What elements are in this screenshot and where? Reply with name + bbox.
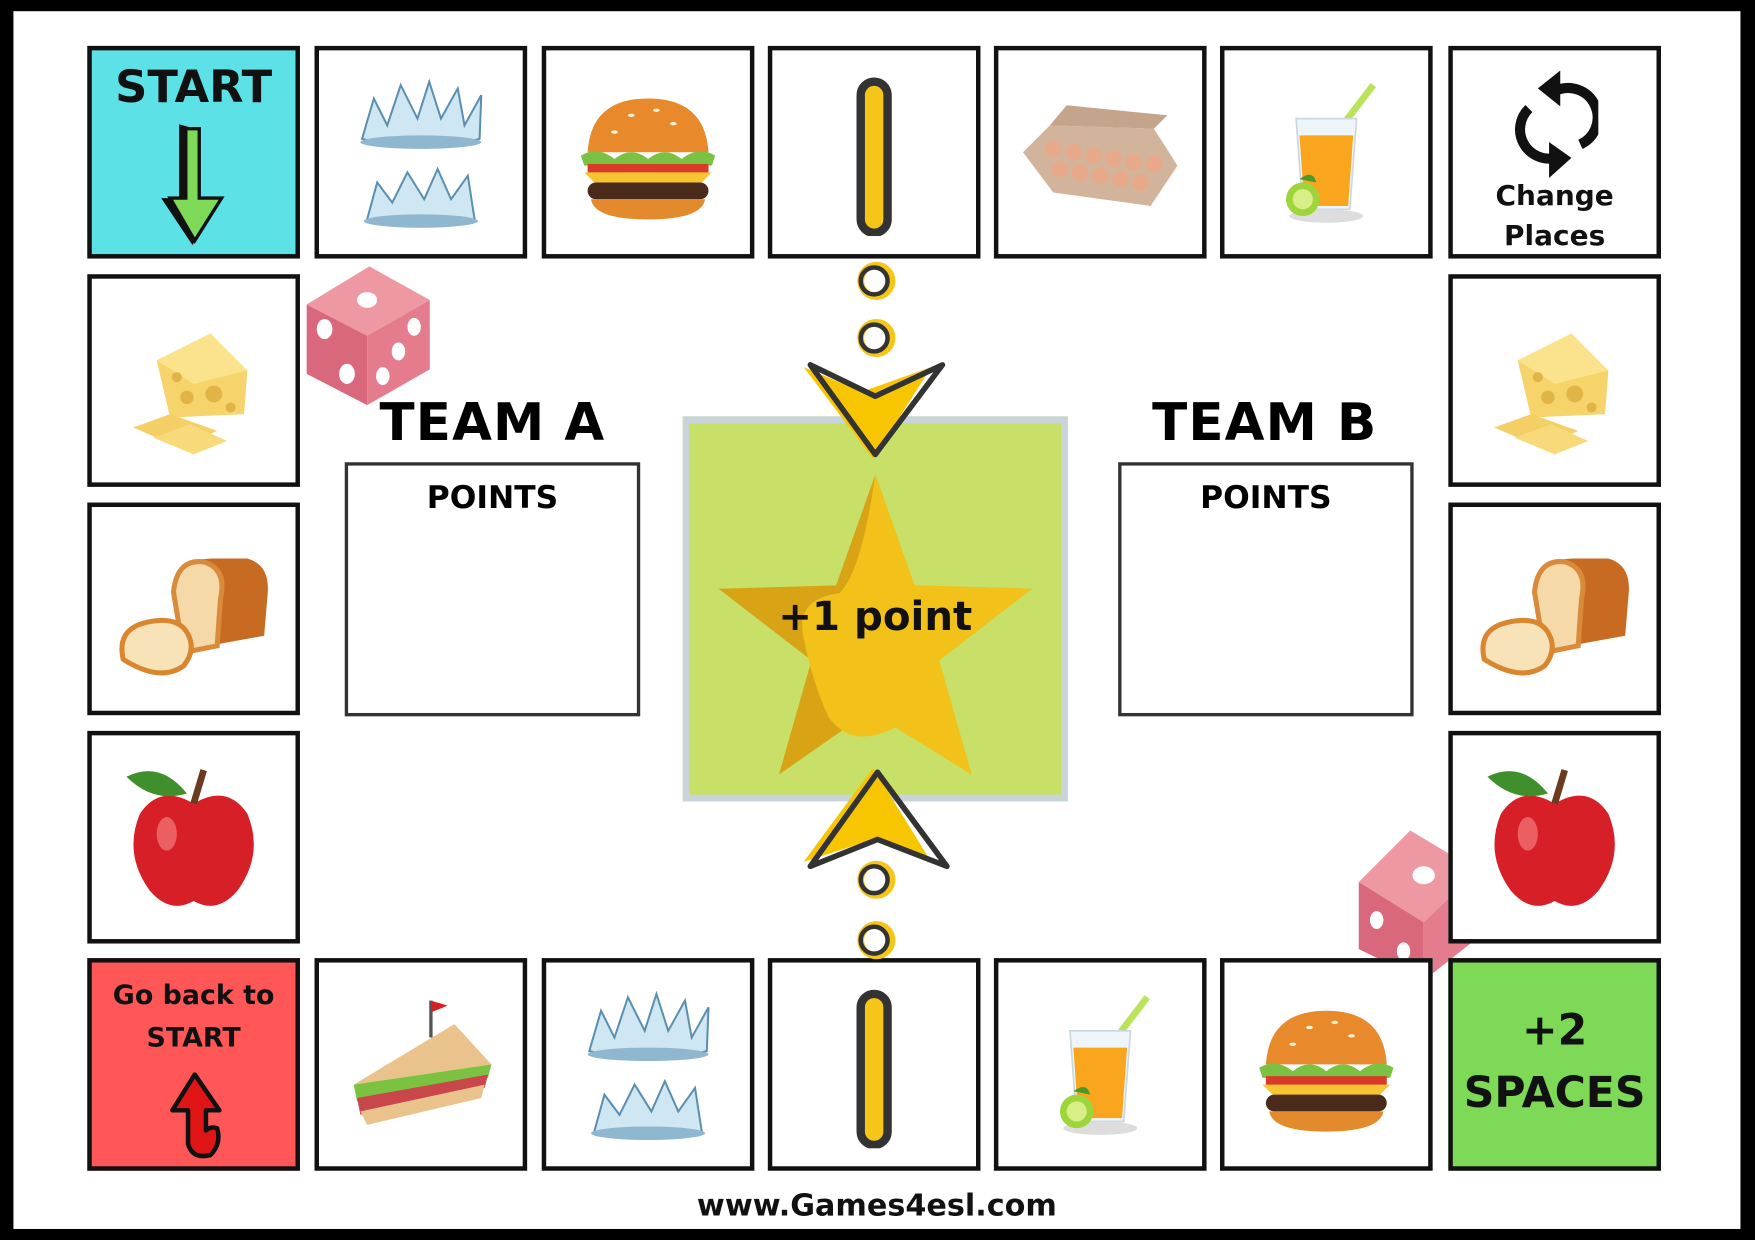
burger-icon <box>1242 980 1410 1148</box>
board-space-cheese[interactable] <box>1448 274 1661 487</box>
chevron-down-icon <box>803 362 946 459</box>
board-space-apple[interactable] <box>1448 730 1661 944</box>
sandwich-icon <box>337 980 505 1148</box>
board-space-path[interactable] <box>767 45 981 259</box>
team-a-points-box[interactable]: POINTS <box>344 462 641 717</box>
change-label-line2: Places <box>1504 219 1606 252</box>
team-a-title: TEAM A <box>379 391 606 453</box>
back-label-line1: Go back to <box>112 979 275 1011</box>
board-space-juice[interactable] <box>993 958 1207 1171</box>
board-space-apple[interactable] <box>87 730 300 944</box>
board-space-bread[interactable] <box>1448 502 1661 716</box>
path-circles-top <box>857 261 896 960</box>
change-label-line1: Change <box>1495 179 1614 212</box>
burger-icon <box>564 68 732 236</box>
red-curved-arrow-icon <box>170 1072 222 1159</box>
plus-label-line2: SPACES <box>1463 1067 1646 1118</box>
cheese-icon <box>1471 297 1639 465</box>
board-space-back[interactable]: Go back to START <box>87 958 300 1171</box>
center-decorations <box>718 261 1032 960</box>
board-space-burger[interactable] <box>541 45 755 259</box>
board-space-water[interactable] <box>541 958 755 1171</box>
bread-icon <box>1471 525 1639 693</box>
path-bar-icon <box>790 68 958 236</box>
water-icon <box>337 68 505 236</box>
board-space-path[interactable] <box>767 958 981 1171</box>
board-space-juice[interactable] <box>1219 45 1433 259</box>
board-space-bread[interactable] <box>87 502 300 716</box>
board-space-sandwich[interactable] <box>314 958 528 1171</box>
board-space-burger[interactable] <box>1219 958 1433 1171</box>
star-icon <box>718 474 1032 775</box>
dice-icon <box>306 266 430 406</box>
apple-icon <box>1471 753 1639 921</box>
team-b-title: TEAM B <box>1152 391 1378 453</box>
plus-label-line1: +2 <box>1522 1005 1588 1055</box>
chevron-up-icon <box>803 767 950 870</box>
swap-arrows-icon <box>1515 70 1599 178</box>
board-space-cheese[interactable] <box>87 274 300 487</box>
apple-icon <box>110 753 278 921</box>
juice-icon <box>1242 68 1410 236</box>
team-b-points-label: POINTS <box>1200 479 1332 516</box>
green-down-arrow-icon <box>161 124 225 246</box>
cheese-icon <box>110 297 278 465</box>
team-a-points-label: POINTS <box>426 479 559 516</box>
team-b-points-box[interactable]: POINTS <box>1118 462 1414 717</box>
website-url[interactable]: www.Games4esl.com <box>696 1188 1057 1224</box>
center-bonus-label: +1 point <box>778 594 973 641</box>
board-space-start[interactable]: START <box>87 45 300 259</box>
board-space-eggs[interactable] <box>993 45 1207 259</box>
back-label-line2: START <box>146 1021 241 1054</box>
start-label: START <box>115 61 273 114</box>
board-space-water[interactable] <box>314 45 528 259</box>
eggs-icon <box>1016 68 1184 236</box>
bread-icon <box>110 525 278 693</box>
